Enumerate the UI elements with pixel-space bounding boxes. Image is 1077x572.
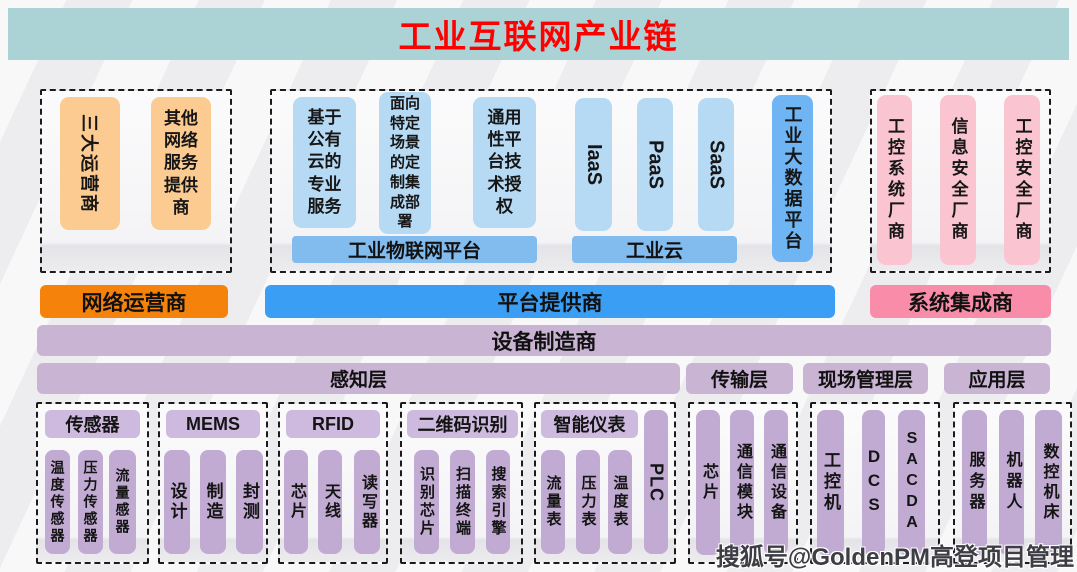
saas-box: SaaS <box>698 98 734 231</box>
infosec-vendor-box: 信息安全厂商 <box>940 95 976 265</box>
sensor-group-header: 传感器 <box>45 410 140 438</box>
flow-meter-box: 流量表 <box>541 450 565 554</box>
server-box: 服务器 <box>962 410 987 555</box>
network-operators-label: 网络运营商 <box>40 285 228 318</box>
rfid-chip-box: 芯片 <box>284 450 308 554</box>
recognition-chip-box: 识别芯片 <box>414 450 439 554</box>
smart-meter-group-header: 智能仪表 <box>541 410 638 438</box>
mems-group-header: MEMS <box>166 410 260 438</box>
bigdata-platform-box: 工业大数据平台 <box>772 95 813 262</box>
cnc-machine-box: 数控机床 <box>1035 410 1062 555</box>
robot-box: 机器人 <box>999 410 1024 555</box>
rfid-group-header: RFID <box>286 410 380 438</box>
transport-layer-bar: 传输层 <box>686 363 793 394</box>
watermark-text: 搜狐号@GoldenPM高登项目管理 <box>715 544 1074 571</box>
dcs-box: DCS <box>862 410 885 555</box>
comm-chip-box: 芯片 <box>696 410 720 555</box>
application-layer-bar: 应用层 <box>944 363 1050 394</box>
ics-security-vendor-box: 工控安全厂商 <box>1004 95 1040 265</box>
platform-providers-label: 平台提供商 <box>265 285 835 318</box>
custom-integration-box: 面向特定场景的定制集成部署 <box>379 92 431 234</box>
mems-manufacture-box: 制造 <box>200 450 226 554</box>
scada-box: SACDA <box>898 410 925 555</box>
paas-box: PaaS <box>637 98 673 231</box>
perception-layer-bar: 感知层 <box>37 363 680 394</box>
iaas-box: IaaS <box>575 98 612 231</box>
ics-vendor-box: 工控系统厂商 <box>877 95 912 265</box>
pressure-meter-box: 压力表 <box>576 450 600 554</box>
device-manufacturers-bar: 设备制造商 <box>37 325 1051 356</box>
field-management-layer-bar: 现场管理层 <box>803 363 928 394</box>
public-cloud-service-box: 基于公有云的专业服务 <box>293 97 356 228</box>
platform-license-box: 通用性平台技术授权 <box>473 97 536 228</box>
comm-module-box: 通信模块 <box>730 410 754 555</box>
search-engine-box: 搜索引擎 <box>486 450 510 554</box>
industrial-cloud-bar: 工业云 <box>572 236 737 263</box>
temp-meter-box: 温度表 <box>608 450 632 554</box>
page-title: 工业互联网产业链 <box>398 18 679 55</box>
system-integrators-label: 系统集成商 <box>870 285 1051 318</box>
scan-terminal-box: 扫描终端 <box>450 450 475 554</box>
iot-platform-bar: 工业物联网平台 <box>292 236 537 263</box>
temp-sensor-box: 温度传感器 <box>45 450 70 554</box>
header-band: 工业互联网产业链 <box>8 8 1069 60</box>
rfid-reader-box: 读写器 <box>354 450 380 554</box>
qrcode-group-header: 二维码识别 <box>407 410 518 438</box>
plc-box: PLC <box>644 410 668 554</box>
ipc-box: 工控机 <box>817 410 844 555</box>
mems-package-test-box: 封测 <box>236 450 263 554</box>
rfid-antenna-box: 天线 <box>318 450 342 554</box>
mems-design-box: 设计 <box>164 450 190 554</box>
other-network-box: 其他网络服务提供商 <box>151 97 211 230</box>
carriers-box: 三大运营商 <box>60 97 120 230</box>
flow-sensor-box: 流量感器 <box>109 450 136 554</box>
pressure-sensor-box: 压力传感器 <box>78 450 103 554</box>
comm-equipment-box: 通信设备 <box>764 410 788 555</box>
